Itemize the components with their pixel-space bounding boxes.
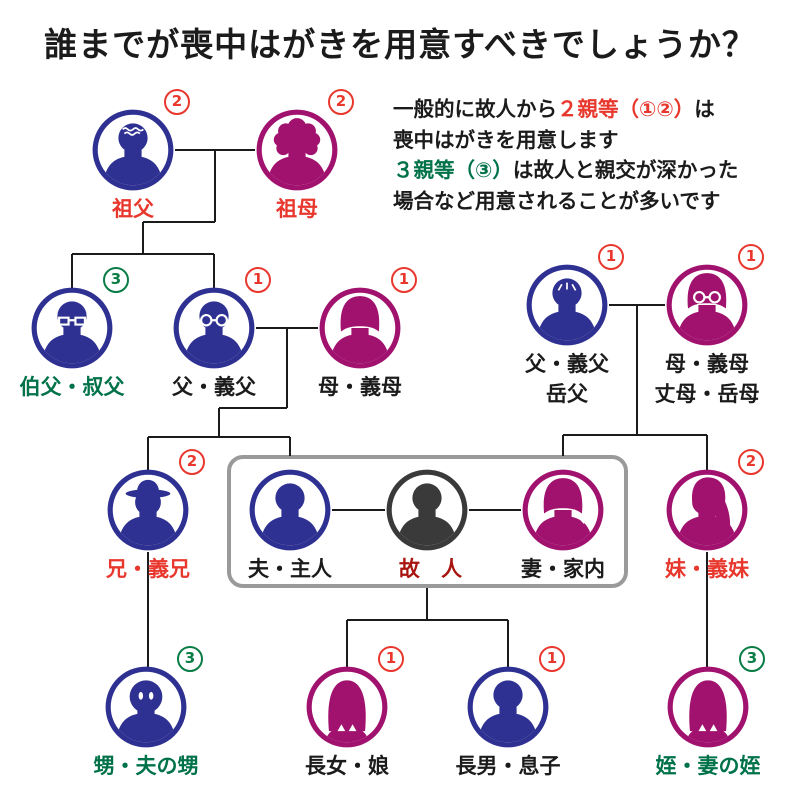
legend-2-degree-highlight: ２親等（①②）: [557, 97, 695, 121]
kinship-degree-badge: 2: [328, 89, 354, 115]
person-label: 母・義母丈母・岳母: [654, 352, 760, 406]
person-label: 姪・妻の姪: [655, 754, 761, 778]
person-label: 兄・義兄: [106, 557, 190, 581]
wife-father-icon: [524, 262, 610, 348]
husband-icon: [247, 467, 333, 553]
deceased-icon: [384, 467, 470, 553]
daughter-girl-icon: [304, 664, 390, 750]
kinship-degree-badge: 1: [539, 646, 565, 672]
kinship-degree-badge: 2: [738, 449, 764, 475]
person-label: 長女・娘: [305, 754, 389, 778]
father-glasses-icon: [171, 285, 257, 371]
person-label: 父・義父岳父: [525, 352, 609, 406]
person-label: 妻・家内: [521, 557, 605, 581]
niece-girl-icon: [665, 664, 751, 750]
legend-line-4: 場合など用意されることが多いです: [393, 188, 721, 213]
son-icon: [465, 664, 551, 750]
kinship-degree-badge: 3: [177, 646, 203, 672]
nephew-boy-icon: [103, 664, 189, 750]
grandfather-icon: [90, 107, 176, 193]
kinship-degree-badge: 2: [179, 449, 205, 475]
kinship-degree-badge: 3: [739, 646, 765, 672]
mother-bob-icon: [317, 285, 403, 371]
sister-longhair-icon: [664, 467, 750, 553]
kinship-degree-badge: 1: [391, 267, 417, 293]
uncle-glasses-icon: [29, 285, 115, 371]
kinship-degree-badge: 2: [164, 89, 190, 115]
person-label: 祖父: [112, 197, 154, 221]
legend-3-degree-highlight: ３親等（③）: [393, 158, 513, 182]
page-title: 誰までが喪中はがきを用意すべきでしょうか？: [44, 25, 756, 64]
brother-hat-icon: [105, 467, 191, 553]
person-label: 甥・夫の甥: [93, 754, 199, 778]
kinship-degree-badge: 1: [598, 244, 624, 270]
kinship-degree-badge: 1: [378, 646, 404, 672]
legend-text: 一般的に故人から２親等（①②）は 喪中はがきを用意します ３親等（③）は故人と親…: [393, 94, 793, 216]
person-label: 祖母: [276, 197, 318, 221]
kinship-degree-badge: 1: [738, 244, 764, 270]
person-label: 長男・息子: [455, 754, 561, 778]
person-label: 妹・義妹: [665, 557, 749, 581]
legend-line-2: 喪中はがきを用意します: [393, 127, 619, 152]
wife-bob-icon: [520, 467, 606, 553]
person-label: 伯父・叔父: [19, 375, 125, 399]
person-label: 故 人: [398, 557, 470, 581]
wife-mother-glasses-icon: [664, 262, 750, 348]
person-label: 母・義母: [318, 375, 402, 399]
person-label: 夫・主人: [248, 557, 332, 581]
kinship-degree-badge: 1: [245, 267, 271, 293]
legend-line-3: ３親等（③）は故人と親交が深かった: [393, 158, 739, 182]
legend-line-1: 一般的に故人から２親等（①②）は: [393, 97, 715, 121]
grandmother-icon: [254, 107, 340, 193]
person-label: 父・義父: [172, 375, 256, 399]
kinship-degree-badge: 3: [103, 267, 129, 293]
